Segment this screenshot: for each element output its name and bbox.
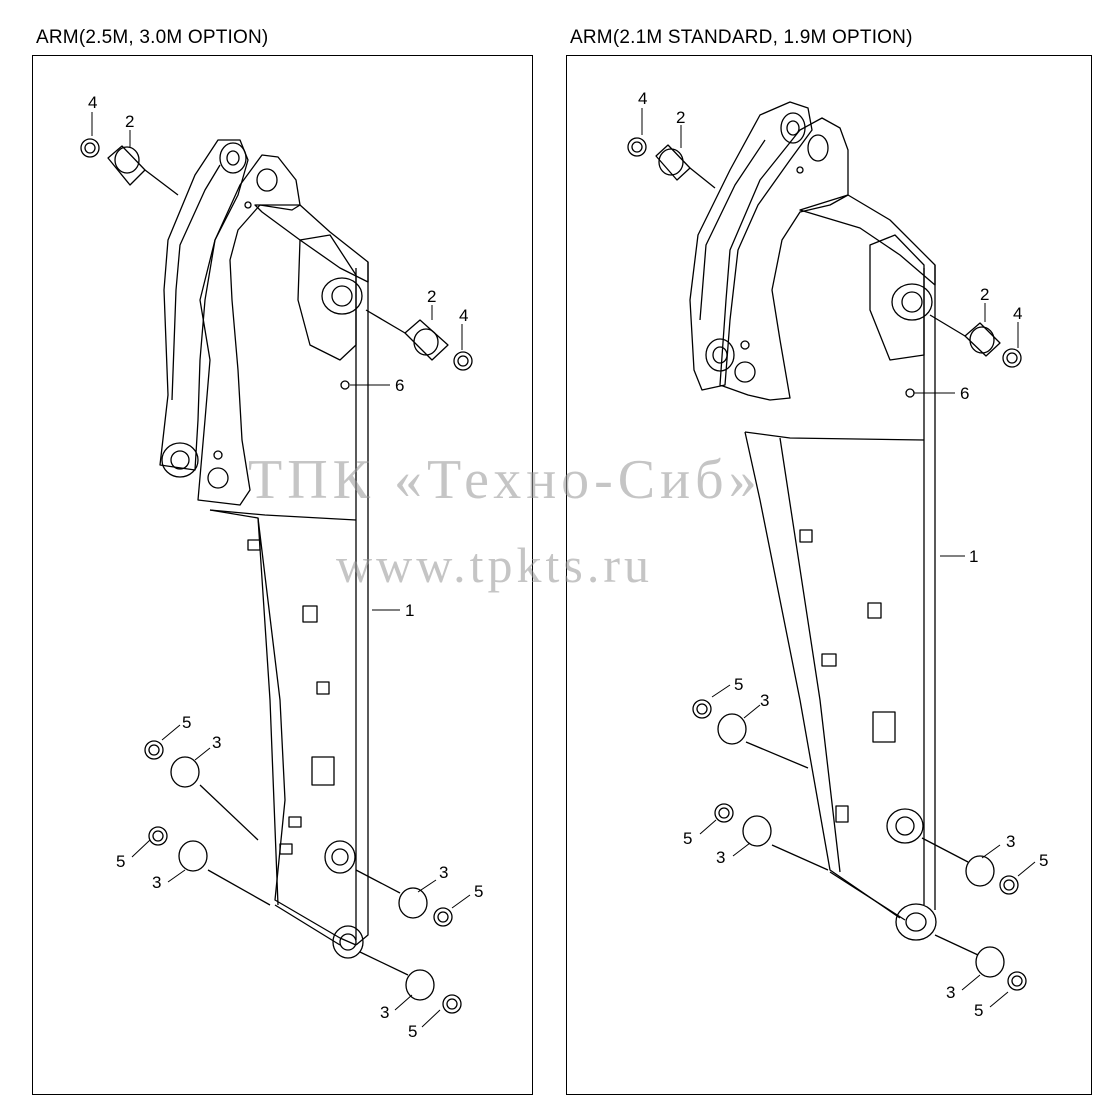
left-bushing-mid xyxy=(404,319,449,361)
left-callout-3-a: 3 xyxy=(212,733,221,752)
right-callouts: 4 2 2 4 6 1 5 3 5 3 3 5 3 5 xyxy=(638,89,1048,1020)
right-callout-3-c: 3 xyxy=(1006,832,1015,851)
right-bucket-boss xyxy=(895,903,937,941)
right-callout-3-d: 3 xyxy=(946,983,955,1002)
left-cylinder-bracket xyxy=(297,234,357,361)
right-front-upper-boss xyxy=(807,134,829,162)
left-callout-2-mid: 2 xyxy=(427,287,436,306)
watermark-company: ТПК «Техно-Сиб» xyxy=(248,449,762,511)
right-bushing-a xyxy=(717,713,747,745)
right-bushing-b xyxy=(742,815,772,847)
left-bushing-a xyxy=(170,756,200,788)
right-cylinder-bracket xyxy=(869,234,925,361)
left-back-upper-boss xyxy=(219,142,247,174)
left-callout-5-d: 5 xyxy=(408,1022,417,1041)
right-callout-3-a: 3 xyxy=(760,691,769,710)
left-arm-back-plate xyxy=(159,139,249,471)
right-bracket-boss xyxy=(891,283,933,321)
watermark-url: www.tpkts.ru xyxy=(336,537,653,593)
left-bracket-boss xyxy=(321,277,363,315)
right-callout-2-top: 2 xyxy=(676,108,685,127)
left-back-lower-boss xyxy=(161,442,199,478)
right-back-lower-boss xyxy=(705,338,735,372)
left-bucket-boss xyxy=(332,925,364,959)
left-callout-3-d: 3 xyxy=(380,1003,389,1022)
right-shim-d xyxy=(1007,971,1027,991)
left-grease-nipple xyxy=(340,380,350,390)
right-callout-4-top: 4 xyxy=(638,89,647,108)
right-arm-front-plate xyxy=(719,117,849,401)
left-callout-1: 1 xyxy=(405,601,414,620)
left-callout-6: 6 xyxy=(395,376,404,395)
arm-left-title: ARM(2.5M, 3.0M OPTION) xyxy=(36,27,269,48)
left-callout-5-a: 5 xyxy=(182,713,191,732)
right-diagram-frame xyxy=(566,55,1092,1095)
left-arm-lower-box xyxy=(209,509,357,946)
left-shim-mid xyxy=(453,351,473,371)
left-bushing-c xyxy=(398,887,428,919)
left-diagram-frame xyxy=(32,55,533,1095)
right-arm-lower-box xyxy=(744,431,901,919)
left-shim-c xyxy=(433,907,453,927)
left-bushing-b xyxy=(178,840,208,872)
left-callout-5-b: 5 xyxy=(116,852,125,871)
left-callout-4-mid: 4 xyxy=(459,306,468,325)
left-arm-front-plate xyxy=(197,154,301,506)
left-arm-box-right xyxy=(355,262,369,946)
right-callout-1: 1 xyxy=(969,547,978,566)
right-callout-3-b: 3 xyxy=(716,848,725,867)
left-callout-4-top: 4 xyxy=(88,93,97,112)
left-callout-5-c: 5 xyxy=(474,882,483,901)
right-callout-5-d: 5 xyxy=(974,1001,983,1020)
left-callouts: 4 2 2 4 6 1 5 3 5 3 3 5 3 5 xyxy=(88,93,483,1041)
right-callout-4-mid: 4 xyxy=(1013,304,1022,323)
right-callout-5-a: 5 xyxy=(734,675,743,694)
left-front-upper-boss xyxy=(256,168,278,192)
right-shim-top xyxy=(627,137,647,157)
left-front-lower-boss xyxy=(207,467,229,489)
right-bushing-c xyxy=(965,855,995,887)
right-bushing-mid xyxy=(964,322,1001,357)
right-callout-6: 6 xyxy=(960,384,969,403)
left-shim-d xyxy=(442,994,462,1014)
left-bushing-d xyxy=(405,969,435,1001)
left-callout-3-b: 3 xyxy=(152,873,161,892)
left-shim-b xyxy=(148,826,168,846)
right-shim-c xyxy=(999,875,1019,895)
left-arm-drawing xyxy=(80,112,473,1028)
right-grease-nipple xyxy=(905,388,915,398)
left-link-boss xyxy=(324,840,356,874)
right-shim-a xyxy=(692,699,712,719)
right-callout-5-c: 5 xyxy=(1039,851,1048,870)
right-bushing-d xyxy=(975,946,1005,978)
right-front-lower-boss xyxy=(734,361,756,383)
left-shim-top xyxy=(80,138,100,158)
left-callout-2-top: 2 xyxy=(125,112,134,131)
right-arm-back-plate xyxy=(689,101,813,391)
right-callout-5-b: 5 xyxy=(683,829,692,848)
right-arm-drawing xyxy=(627,101,1036,1008)
left-callout-3-c: 3 xyxy=(439,863,448,882)
left-bushing-top xyxy=(107,145,146,186)
right-shim-mid xyxy=(1002,348,1022,368)
right-link-boss xyxy=(886,808,924,844)
right-callout-2-mid: 2 xyxy=(980,285,989,304)
right-shim-b xyxy=(714,803,734,823)
left-shim-a xyxy=(144,740,164,760)
arm-right-title: ARM(2.1M STANDARD, 1.9M OPTION) xyxy=(570,27,913,48)
